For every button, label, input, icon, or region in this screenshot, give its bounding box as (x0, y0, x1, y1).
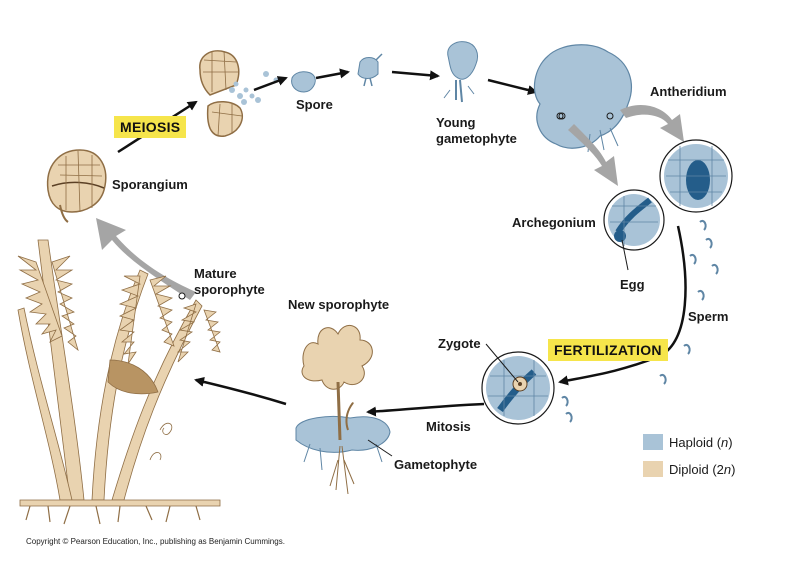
mature-sporophyte-label-line1: Mature (194, 266, 237, 281)
mitosis-label: Mitosis (426, 419, 471, 434)
gametophyte-leader (367, 439, 393, 457)
germinating-spore-illustration (357, 53, 383, 87)
legend-label-diploid: Diploid (2n) (669, 462, 736, 477)
legend-label-haploid: Haploid (n) (669, 435, 733, 450)
zygote-illustration (481, 351, 555, 425)
opened-sporangium-illustration (199, 50, 279, 137)
zygote-leader (485, 343, 519, 383)
legend-swatch-haploid (643, 434, 663, 450)
spore-illustration (291, 71, 316, 93)
young-gametophyte-illustration (443, 41, 479, 103)
young-gametophyte-label-line1: Young (436, 115, 476, 130)
sperm-label: Sperm (688, 309, 729, 324)
sporangium-illustration (46, 149, 107, 223)
gametophyte-label: Gametophyte (394, 457, 478, 472)
gray-arrow-sporophyte-to-sporangium (96, 218, 196, 300)
zygote-label: Zygote (438, 336, 481, 351)
arrow-spore-to-germinating (315, 68, 350, 80)
sporangium-label: Sporangium (112, 177, 188, 192)
new-sporophyte-label: New sporophyte (288, 297, 390, 312)
archegonium-illustration (603, 189, 665, 251)
new-sporophyte-illustration (295, 325, 391, 495)
egg-leader (621, 239, 629, 271)
mature-sporophyte-label-line2: sporophyte (194, 282, 265, 297)
antheridium-label: Antheridium (650, 84, 727, 99)
mature-sporophyte-illustration (17, 239, 221, 525)
gray-arrow-to-archegonium (568, 124, 618, 186)
spore-label: Spore (296, 97, 333, 112)
legend-swatch-diploid (643, 461, 663, 477)
mature-gametophyte-illustration (533, 44, 632, 153)
arrow-to-mature-gametophyte (487, 78, 538, 95)
arrow-to-young-gametophyte (391, 70, 440, 81)
copyright-text: Copyright © Pearson Education, Inc., pub… (26, 537, 285, 546)
antheridium-illustration (659, 139, 733, 213)
arrow-to-mature-sporophyte (194, 376, 287, 406)
archegonium-label: Archegonium (512, 215, 596, 230)
young-gametophyte-label-line2: gametophyte (436, 131, 517, 146)
sperm-illustration (561, 220, 719, 423)
arrow-to-spore (253, 76, 288, 92)
egg-label: Egg (620, 277, 645, 292)
archegonium-marker (558, 112, 566, 120)
meiosis-label: MEIOSIS (114, 116, 187, 138)
arrow-mitosis (366, 402, 485, 417)
mature-sporophyte-marker (178, 292, 186, 300)
gray-arrow-to-antheridium (620, 105, 684, 142)
fertilization-label: FERTILIZATION (548, 339, 668, 361)
